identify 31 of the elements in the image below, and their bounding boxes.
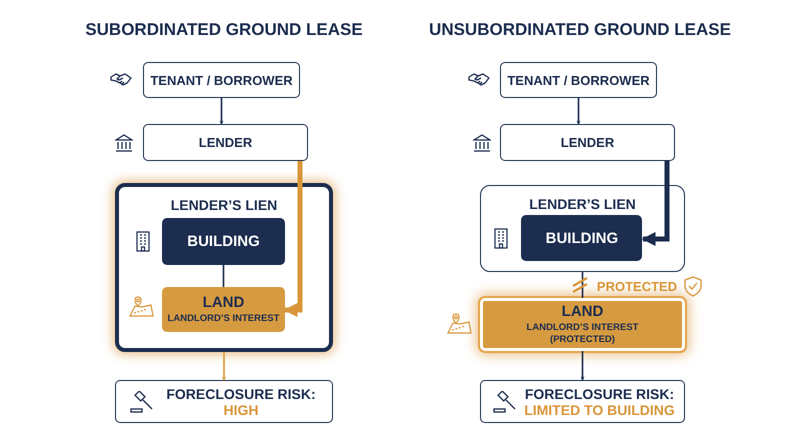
- panel-heading: SUBORDINATED GROUND LEASE: [85, 20, 363, 40]
- panel-heading: UNSUBORDINATED GROUND LEASE: [429, 20, 731, 40]
- land-box: [162, 287, 285, 332]
- process-box: [143, 62, 300, 98]
- node-sublabel: HIGH: [224, 402, 258, 418]
- land-box: [480, 298, 685, 351]
- process-box: [143, 124, 308, 161]
- node-label: BUILDING: [187, 233, 260, 250]
- status-label: PROTECTED: [596, 279, 678, 294]
- node-label: LENDER’S LIEN: [529, 196, 636, 212]
- lien-container: [115, 183, 333, 352]
- node-label: LENDER: [198, 135, 252, 150]
- node-label: LAND: [202, 294, 244, 311]
- node-sublabel: LIMITED TO BUILDING: [524, 402, 675, 418]
- node-label: LENDER: [560, 135, 614, 150]
- node-label: TENANT / BORROWER: [150, 72, 293, 88]
- process-box: [500, 124, 675, 161]
- risk-box: [480, 380, 685, 423]
- process-box: [500, 62, 657, 98]
- node-sublabel: LANDLORD’S INTEREST: [168, 312, 280, 326]
- node-label: TENANT / BORROWER: [507, 72, 650, 88]
- node-label: FORECLOSURE RISK:: [524, 386, 674, 402]
- node-label: FORECLOSURE RISK:: [166, 386, 316, 402]
- node-label: BUILDING: [546, 230, 618, 247]
- node-label: LENDER’S LIEN: [170, 197, 278, 213]
- building-box: [521, 215, 642, 262]
- building-box: [162, 218, 285, 265]
- node-label: LAND: [562, 302, 604, 320]
- lien-container: [480, 185, 685, 272]
- risk-box: [115, 380, 333, 423]
- node-sublabel: LANDLORD’S INTEREST (PROTECTED): [526, 322, 640, 346]
